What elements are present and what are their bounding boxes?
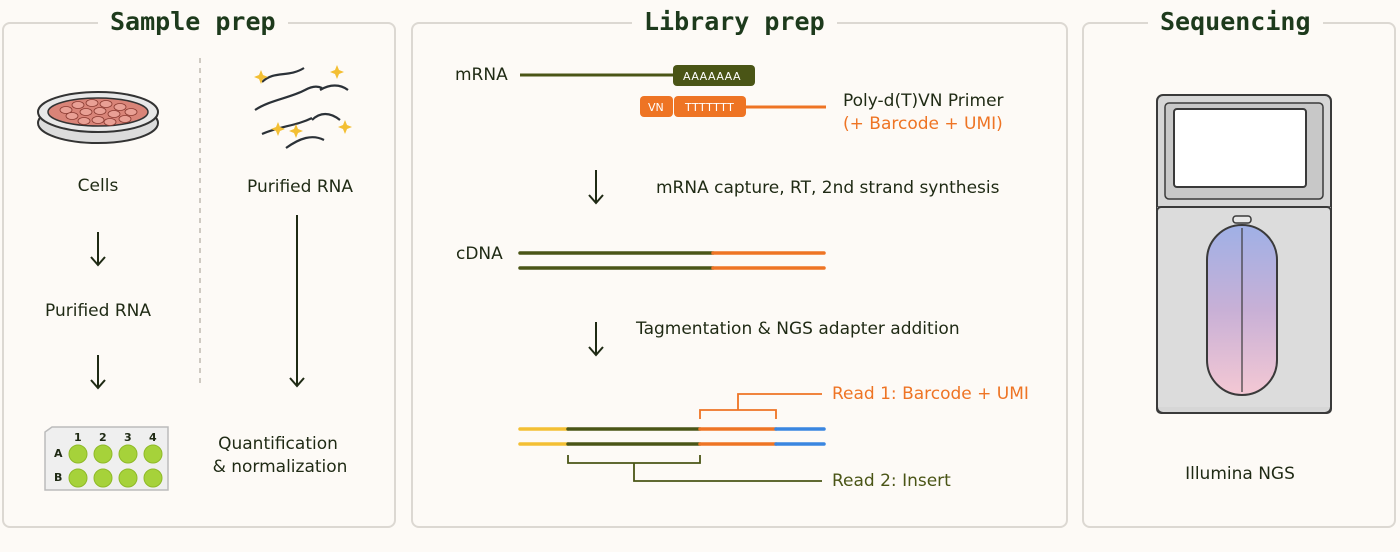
cells-label: Cells — [77, 176, 119, 196]
sequencer-icon — [1156, 94, 1332, 414]
long-down-arrow-icon — [289, 215, 305, 388]
plate-col-label: 4 — [149, 431, 157, 444]
purified-rna-label: Purified RNA — [247, 177, 353, 197]
step2-label: Tagmentation & NGS adapter addition — [636, 319, 960, 339]
well-plate-icon — [44, 426, 169, 491]
plate-col-label: 3 — [124, 431, 132, 444]
rna-strands-icon — [254, 67, 349, 149]
sparkle-icon — [254, 65, 352, 138]
purified-rna-label: Purified RNA — [45, 301, 151, 321]
primer-barcode-label: (+ Barcode + UMI) — [843, 114, 1003, 134]
vn-box — [640, 96, 673, 117]
sequencing-title: Sequencing — [1148, 2, 1323, 42]
polya-tail — [673, 65, 755, 86]
library-fragment — [518, 427, 826, 446]
cdna-double-strand — [518, 251, 826, 270]
plate-col-label: 2 — [99, 431, 107, 444]
petri-dish-icon — [37, 91, 159, 144]
step1-label: mRNA capture, RT, 2nd strand synthesis — [656, 178, 1000, 198]
instrument-label: Illumina NGS — [1185, 464, 1295, 484]
quantification-label: Quantification — [218, 434, 338, 454]
read1-label: Read 1: Barcode + UMI — [832, 384, 1029, 404]
down-arrow-icon — [588, 170, 604, 205]
vn-label: VN — [648, 101, 664, 114]
plate-row-label: B — [54, 471, 63, 484]
cdna-label: cDNA — [456, 244, 503, 264]
polya-label: AAAAAAA — [683, 70, 742, 83]
sample-prep-title: Sample prep — [98, 2, 288, 42]
down-arrow-icon — [588, 322, 604, 357]
plate-col-label: 1 — [74, 431, 82, 444]
primer-label: Poly-d(T)VN Primer — [843, 91, 1004, 111]
read2-label: Read 2: Insert — [832, 471, 951, 491]
polyt-box — [674, 96, 746, 117]
down-arrow-icon — [90, 232, 106, 267]
polyt-label: TTTTTTT — [685, 101, 735, 114]
mrna-label: mRNA — [455, 65, 508, 85]
down-arrow-icon — [90, 355, 106, 390]
normalization-label: & normalization — [212, 457, 348, 477]
library-prep-title: Library prep — [632, 2, 837, 42]
read1-bracket — [699, 393, 822, 419]
plate-row-label: A — [54, 447, 63, 460]
read2-bracket — [567, 455, 822, 482]
